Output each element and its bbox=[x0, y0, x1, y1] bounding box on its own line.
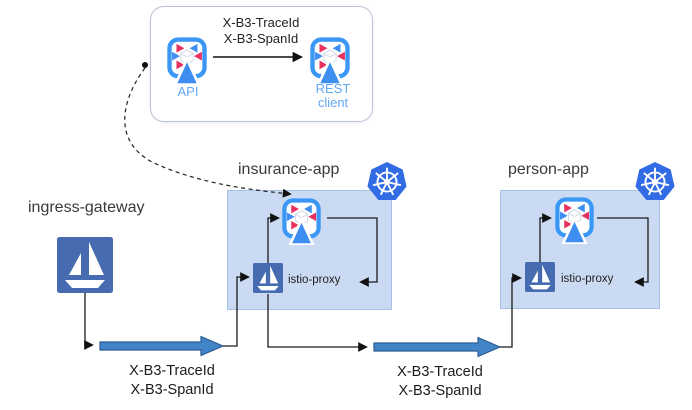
callout-arrow-label-line1: X-B3-TraceId bbox=[222, 15, 300, 30]
flow-arrow-gateway-to-insurance bbox=[99, 335, 224, 357]
kubernetes-helm-icon bbox=[634, 161, 676, 203]
microservice-app-icon bbox=[281, 197, 322, 246]
microservice-app-icon bbox=[554, 196, 595, 245]
kubernetes-helm-icon bbox=[366, 161, 408, 203]
flow-arrow-insurance-to-person bbox=[373, 336, 501, 358]
person-istio-proxy-label: istio-proxy bbox=[561, 273, 614, 285]
microservice-app-icon bbox=[309, 36, 351, 86]
callout-anchor-dot bbox=[142, 62, 148, 68]
ingress-out-line bbox=[84, 293, 94, 350]
insurance-app-title: insurance-app bbox=[238, 161, 340, 178]
person-app-title: person-app bbox=[508, 161, 589, 178]
flow-label-insurance-to-person: X-B3-TraceId X-B3-SpanId bbox=[397, 364, 483, 399]
rest-client-label: REST client bbox=[315, 81, 351, 110]
callout-arrow-label: X-B3-TraceId X-B3-SpanId bbox=[186, 15, 336, 46]
api-label: API bbox=[177, 84, 199, 99]
flow-label-gateway-to-insurance: X-B3-TraceId X-B3-SpanId bbox=[129, 363, 215, 398]
insurance-istio-proxy-label: istio-proxy bbox=[288, 274, 341, 286]
istio-sailboat-icon bbox=[525, 262, 555, 292]
istio-sailboat-icon bbox=[57, 237, 113, 293]
ingress-gateway-label: ingress-gateway bbox=[28, 199, 145, 216]
callout-arrow-label-line2: X-B3-SpanId bbox=[223, 30, 299, 46]
istio-sailboat-icon bbox=[253, 263, 283, 293]
